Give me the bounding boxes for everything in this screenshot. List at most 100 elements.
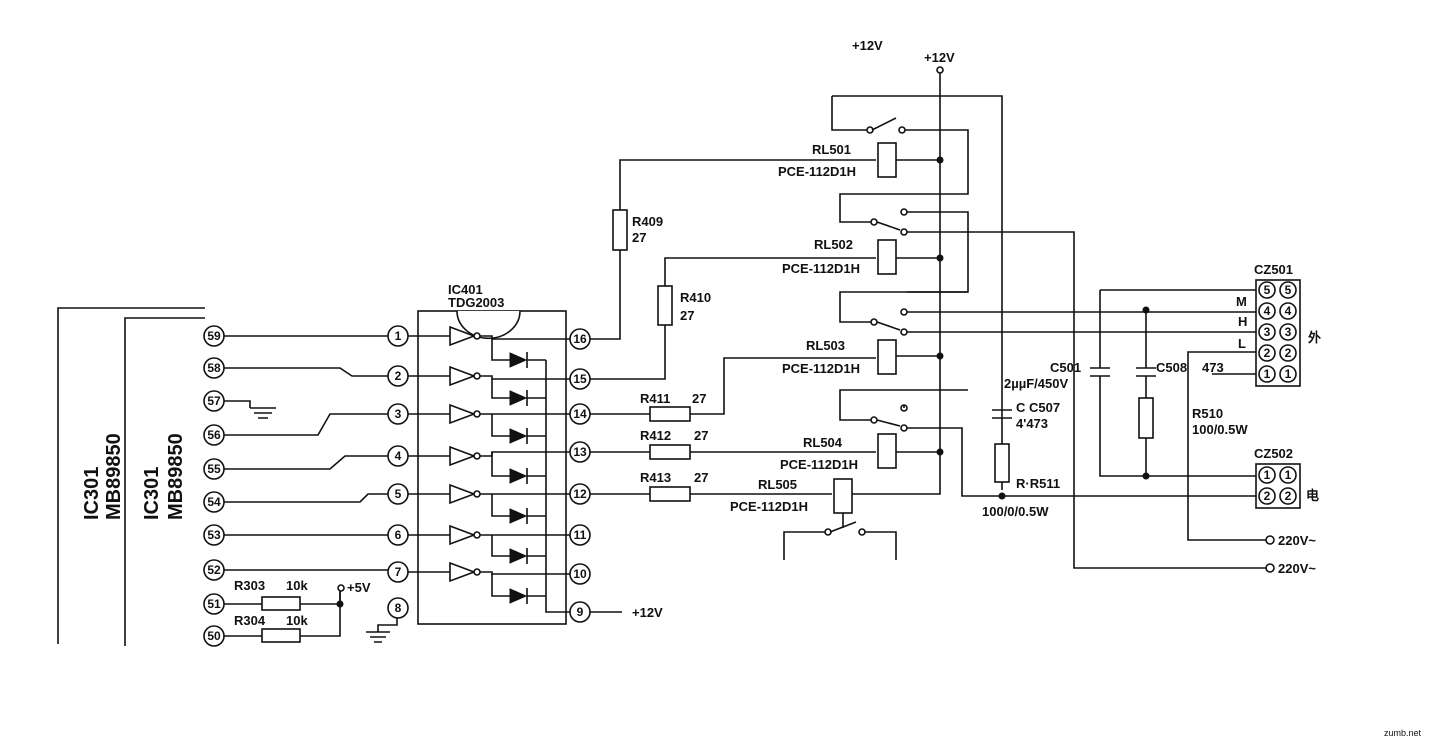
svg-text:5: 5	[1285, 283, 1292, 297]
svg-text:8: 8	[395, 601, 402, 615]
svg-text:58: 58	[207, 361, 221, 375]
svg-text:14: 14	[573, 407, 587, 421]
svg-text:2: 2	[395, 369, 402, 383]
capacitor-c507: C C507 4'473	[992, 400, 1060, 431]
resistor-r411: R411 27	[640, 391, 706, 422]
ic301-pin-52: 52	[203, 559, 225, 581]
ground-symbol	[250, 407, 276, 419]
watermark: zumb.net	[1384, 728, 1422, 738]
svg-text:M: M	[1236, 294, 1247, 309]
ic301-pin-58: 58	[203, 357, 225, 379]
svg-text:R304: R304	[234, 613, 266, 628]
svg-text:C508: C508	[1156, 360, 1187, 375]
inverter-array	[408, 325, 570, 583]
resistor-r510-label: R510 100/0.5W	[1192, 406, 1248, 437]
svg-text:PCE-112D1H: PCE-112D1H	[778, 164, 856, 179]
ic401-pin-2: 2	[387, 365, 409, 387]
svg-text:12: 12	[573, 487, 587, 501]
svg-text:10k: 10k	[286, 578, 308, 593]
svg-text:R410: R410	[680, 290, 711, 305]
svg-text:1: 1	[1264, 367, 1271, 381]
svg-text:27: 27	[632, 230, 646, 245]
ic401-package: IC401 TDG2003	[417, 282, 567, 625]
resistor-r304: R304 10k	[234, 613, 308, 643]
ic401-left-pins: 1 2 3 4 5 6 7 8	[387, 325, 409, 619]
svg-text:10: 10	[573, 567, 587, 581]
cz501-l-line	[1187, 351, 1266, 541]
ic401-pin-10: 10	[569, 563, 591, 585]
ground-symbol-2	[366, 631, 390, 643]
bus-wires	[224, 335, 398, 637]
svg-text:PCE-112D1H: PCE-112D1H	[730, 499, 808, 514]
ic401-pin-3: 3	[387, 403, 409, 425]
ic301-ref: IC301	[81, 467, 103, 520]
capacitor-c501: C501 2µµF/450V	[1004, 290, 1256, 477]
svg-text:3: 3	[395, 407, 402, 421]
ic301-pin-51: 51	[203, 593, 225, 615]
svg-text:CZ501: CZ501	[1254, 262, 1293, 277]
ic401-pin-8: 8	[387, 597, 409, 619]
svg-text:+12V: +12V	[852, 38, 883, 53]
svg-text:2: 2	[1264, 489, 1271, 503]
svg-text:C501: C501	[1050, 360, 1081, 375]
ic301-package: IC301 MB89850 IC301 MB89850	[57, 307, 205, 646]
svg-text:4: 4	[395, 449, 402, 463]
svg-text:RL502: RL502	[814, 237, 853, 252]
svg-text:PCE-112D1H: PCE-112D1H	[782, 361, 860, 376]
svg-text:电: 电	[1306, 488, 1319, 503]
svg-text:10k: 10k	[286, 613, 308, 628]
ic401-pin-11: 11	[569, 524, 591, 546]
capacitor-c508: C508 473	[1136, 306, 1224, 480]
svg-text:54: 54	[207, 495, 221, 509]
resistor-r511: R·R511 100/0/0.5W	[982, 443, 1060, 519]
ic301-pin-59: 59	[203, 325, 225, 347]
svg-text:R·R511: R·R511	[1016, 476, 1060, 491]
svg-text:C C507: C C507	[1016, 400, 1060, 415]
svg-text:1: 1	[1285, 367, 1292, 381]
ic401-pin-13: 13	[569, 441, 591, 463]
svg-text:220V~: 220V~	[1278, 533, 1316, 548]
relay-rl505: RL505 PCE-112D1H	[730, 477, 897, 560]
driver-outputs	[590, 159, 876, 495]
ic401-pin-1: 1	[387, 325, 409, 347]
svg-text:+5V: +5V	[347, 580, 371, 595]
svg-text:2µµF/450V: 2µµF/450V	[1004, 376, 1068, 391]
svg-text:R303: R303	[234, 578, 265, 593]
ic301-ref-inner: IC301	[141, 467, 163, 520]
ic401-pin-14: 14	[569, 403, 591, 425]
svg-text:5: 5	[1264, 283, 1271, 297]
svg-text:4: 4	[1264, 304, 1271, 318]
rail-12v: +12V +12V	[850, 38, 955, 495]
svg-text:2: 2	[1264, 346, 1271, 360]
svg-text:R411: R411	[640, 391, 670, 406]
svg-text:7: 7	[395, 565, 402, 579]
svg-text:27: 27	[692, 391, 706, 406]
ic301-part: MB89850	[103, 433, 125, 520]
ic301-pin-50: 50	[203, 625, 225, 647]
resistor-r303: R303 10k	[234, 578, 308, 611]
ic301-pin-57: 57	[203, 390, 225, 412]
ic401-pin-16: 16	[569, 328, 591, 350]
supply-5v: +5V	[336, 580, 371, 608]
svg-text:220V~: 220V~	[1278, 561, 1316, 576]
svg-text:2: 2	[1285, 489, 1292, 503]
svg-text:PCE-112D1H: PCE-112D1H	[782, 261, 860, 276]
svg-text:H: H	[1238, 314, 1247, 329]
svg-text:27: 27	[680, 308, 694, 323]
ic301-pin-55: 55	[203, 458, 225, 480]
ic301-pin-56: 56	[203, 424, 225, 446]
relay-rl504: RL504 PCE-112D1H	[780, 404, 1256, 497]
svg-text:3: 3	[1264, 325, 1271, 339]
svg-text:100/0.5W: 100/0.5W	[1192, 422, 1248, 437]
svg-text:RL505: RL505	[758, 477, 797, 492]
svg-text:1: 1	[1264, 468, 1271, 482]
ic401-pin-7: 7	[387, 561, 409, 583]
svg-text:59: 59	[207, 329, 221, 343]
svg-text:57: 57	[207, 394, 221, 408]
svg-text:R413: R413	[640, 470, 671, 485]
svg-text:6: 6	[395, 528, 402, 542]
relay-rl502: RL502 PCE-112D1H	[782, 208, 1266, 569]
svg-text:53: 53	[207, 528, 221, 542]
ic401-part: TDG2003	[448, 295, 504, 310]
